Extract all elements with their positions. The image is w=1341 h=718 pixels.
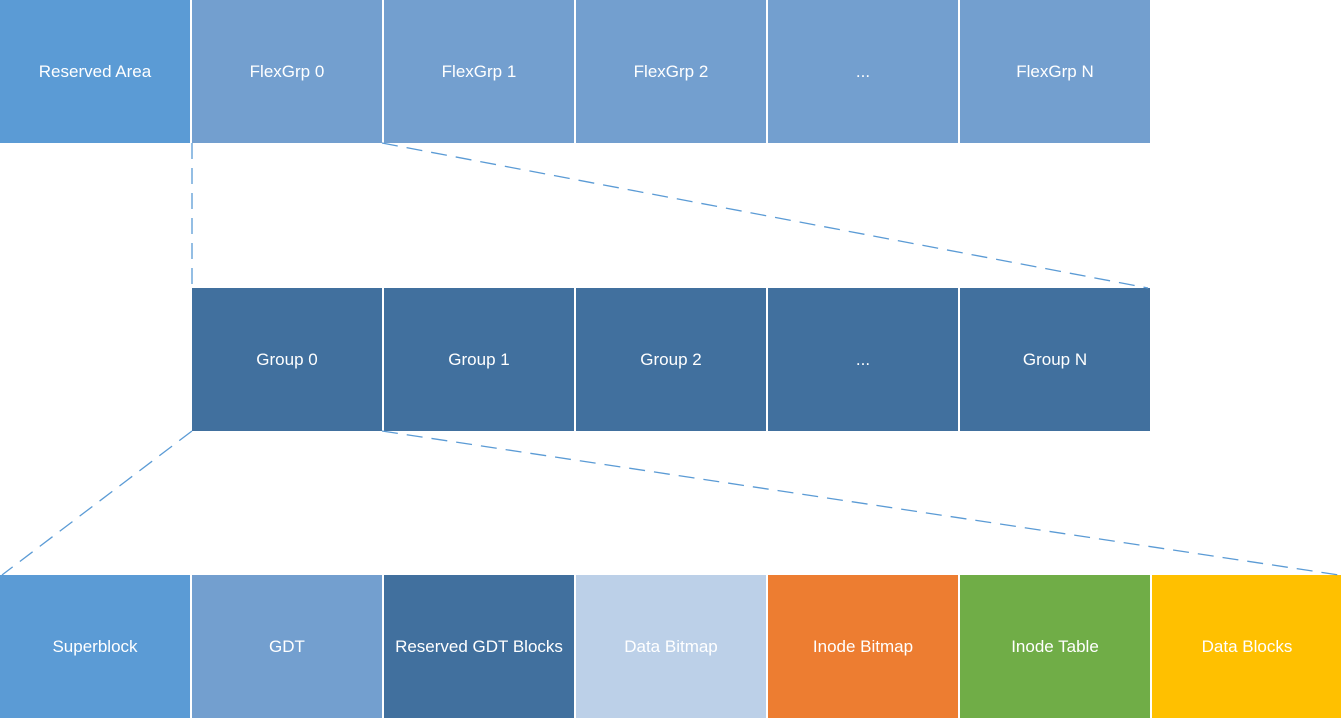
group-0-block: Group 0 [192,288,382,431]
inode-table-label: Inode Table [1011,636,1099,656]
flex-group-row: Reserved Area FlexGrp 0 FlexGrp 1 FlexGr… [0,0,1150,143]
flexgrp-2-block: FlexGrp 2 [576,0,766,143]
group-2-label: Group 2 [640,349,702,369]
flexgrp-n-label: FlexGrp N [1016,61,1094,81]
flexgrp-2-label: FlexGrp 2 [633,61,709,81]
group-ellipsis-block: ... [768,288,958,431]
superblock-label: Superblock [52,636,138,656]
flexgrp-ellipsis-block: ... [768,0,958,143]
flexgrp-0-label: FlexGrp 0 [249,61,325,81]
group-1-label: Group 1 [448,349,510,369]
inode-bitmap-label: Inode Bitmap [812,636,914,656]
data-bitmap-label: Data Bitmap [624,636,718,656]
superblock-block: Superblock [0,575,190,718]
data-bitmap-block: Data Bitmap [576,575,766,718]
group-1-block: Group 1 [384,288,574,431]
block-group-row: Group 0 Group 1 Group 2 ... Group N [192,288,1150,431]
flexgrp-1-block: FlexGrp 1 [384,0,574,143]
group-0-label: Group 0 [256,349,318,369]
reserved-area-label: Reserved Area [38,61,152,81]
reserved-area-block: Reserved Area [0,0,190,143]
inode-bitmap-block: Inode Bitmap [768,575,958,718]
group-left-connector [1,430,193,576]
flexgrp-ellipsis-label: ... [855,61,871,81]
group-2-block: Group 2 [576,288,766,431]
flexgrp-0-block: FlexGrp 0 [192,0,382,143]
data-blocks-block: Data Blocks [1152,575,1341,718]
inode-table-block: Inode Table [960,575,1150,718]
flexgrp-right-connector [381,142,1149,289]
group-n-block: Group N [960,288,1150,431]
data-blocks-label: Data Blocks [1201,636,1293,656]
flexgrp-n-block: FlexGrp N [960,0,1150,143]
reserved-gdt-blocks-block: Reserved GDT Blocks [384,575,574,718]
group-layout-row: Superblock GDT Reserved GDT Blocks Data … [0,575,1341,718]
group-ellipsis-label: ... [855,349,871,369]
reserved-gdt-blocks-label: Reserved GDT Blocks [395,636,563,656]
flexgrp-1-label: FlexGrp 1 [441,61,517,81]
gdt-block: GDT [192,575,382,718]
gdt-label: GDT [269,636,305,656]
group-n-label: Group N [1022,349,1088,369]
group-right-connector [381,430,1340,576]
